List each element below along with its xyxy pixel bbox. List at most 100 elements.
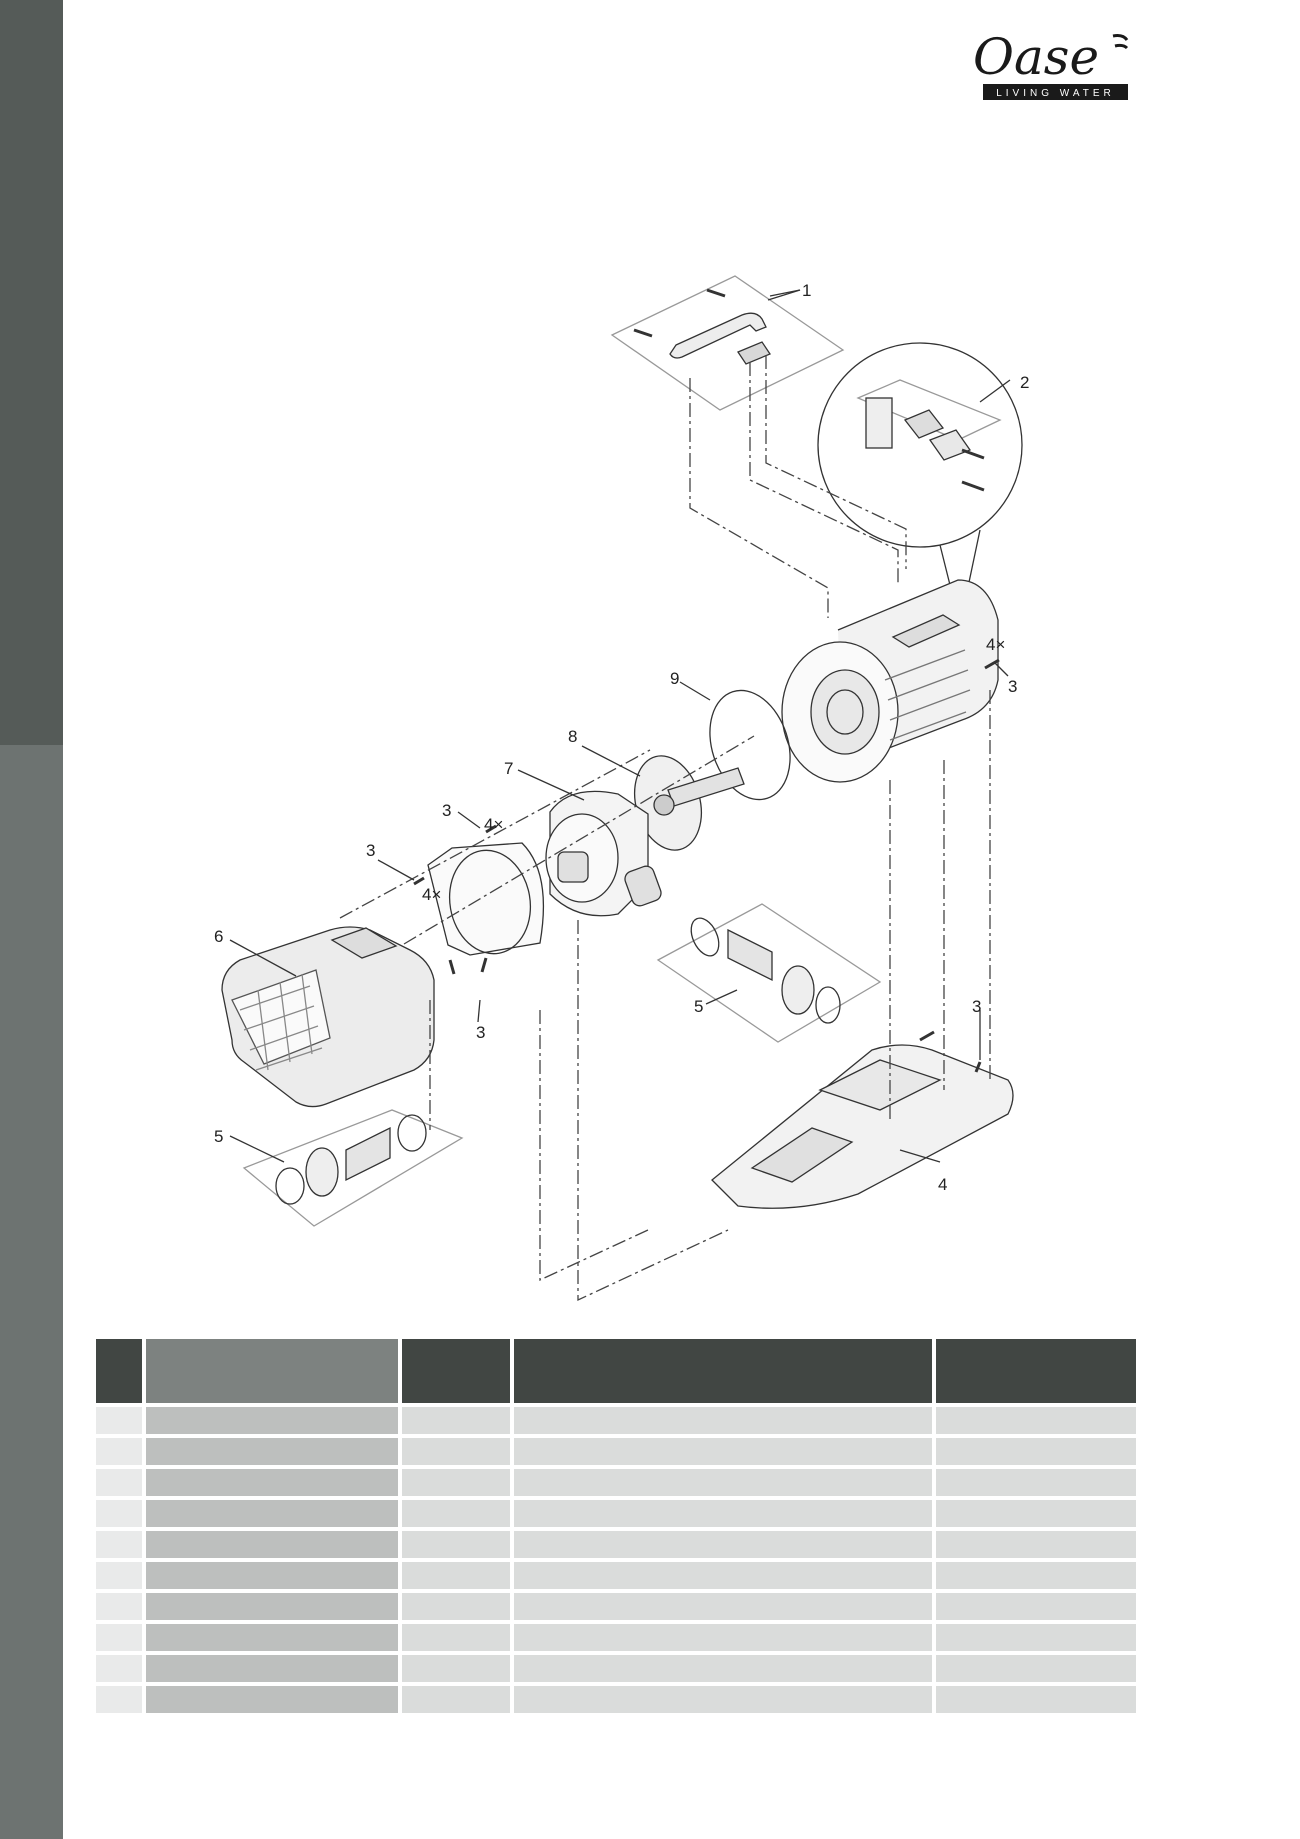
table-cell-r7-c5: [936, 1593, 1136, 1620]
detail-plate: [865, 397, 893, 449]
table-cell-r9-c3: [402, 1655, 510, 1682]
table-header-col-4: [514, 1339, 932, 1403]
leader-lines: [229, 289, 1009, 1163]
o-ring: [709, 689, 791, 801]
callout-part-7: 7: [504, 759, 513, 778]
handle-assembly: [610, 275, 845, 411]
table-cell-r6-c5: [936, 1562, 1136, 1589]
pump-housing: [545, 790, 662, 917]
callout-part-5-lower: 5: [214, 1127, 223, 1146]
callout-part-6: 6: [214, 927, 223, 946]
callout-part-2: 2: [1020, 373, 1029, 392]
table-cell-r2-c1: [96, 1438, 142, 1465]
table-cell-r10-c3: [402, 1686, 510, 1713]
callout-part-3-housing: 3: [442, 801, 451, 820]
pump-base: [711, 1044, 1014, 1209]
impeller: [634, 755, 745, 851]
hose-connector-kit-upper: [656, 903, 882, 1043]
table-cell-r10-c4: [514, 1686, 932, 1713]
table-cell-r7-c4: [514, 1593, 932, 1620]
handle-insert: [737, 341, 771, 365]
callout-part-5-upper: 5: [694, 997, 703, 1016]
callout-part-3-motor: 3: [1008, 677, 1017, 696]
handle-frame: [610, 275, 845, 411]
callout-part-8: 8: [568, 727, 577, 746]
table-cell-r1-c1: [96, 1407, 142, 1434]
assembly-lines: [339, 355, 991, 1302]
table-header-col-3: [402, 1339, 510, 1403]
exploded-parts-diagram: 1 2 4× 3 9 8 7 3 4× 3 4× 6 3 5 3 5 4: [214, 275, 1029, 1302]
table-cell-r9-c2: [146, 1655, 398, 1682]
gasket-plate: [427, 842, 545, 956]
brand-tagline: LIVING WATER: [996, 88, 1115, 99]
table-cell-r8-c5: [936, 1624, 1136, 1651]
handle-part: [669, 312, 767, 359]
table-cell-r4-c2: [146, 1500, 398, 1527]
outlet-thread: [557, 851, 589, 883]
table-cell-r1-c3: [402, 1407, 510, 1434]
screws: [413, 658, 1000, 1073]
table-cell-r1-c2: [146, 1407, 398, 1434]
table-cell-r2-c4: [514, 1438, 932, 1465]
table-cell-r6-c3: [402, 1562, 510, 1589]
table-cell-r5-c5: [936, 1531, 1136, 1558]
table-cell-r4-c4: [514, 1500, 932, 1527]
callout-qty-motor: 4×: [986, 635, 1005, 654]
table-cell-r2-c3: [402, 1438, 510, 1465]
table-header-col-1: [96, 1339, 142, 1403]
table-cell-r7-c2: [146, 1593, 398, 1620]
table-cell-r10-c5: [936, 1686, 1136, 1713]
table-cell-r9-c4: [514, 1655, 932, 1682]
handle-screws: [633, 288, 726, 338]
table-cell-r3-c4: [514, 1469, 932, 1496]
table-cell-r7-c3: [402, 1593, 510, 1620]
table-cell-r2-c5: [936, 1438, 1136, 1465]
sidebar-top-band: [0, 0, 63, 745]
callout-qty-gasket: 4×: [422, 885, 441, 904]
table-cell-r5-c2: [146, 1531, 398, 1558]
motor-housing: [781, 579, 999, 783]
table-cell-r8-c3: [402, 1624, 510, 1651]
callout-part-1: 1: [802, 281, 811, 300]
brand-wordmark: Oase: [973, 28, 1099, 86]
table-cell-r9-c1: [96, 1655, 142, 1682]
table-cell-r8-c1: [96, 1624, 142, 1651]
table-cell-r8-c2: [146, 1624, 398, 1651]
water-drop-icon: [1112, 34, 1129, 50]
oase-logo: Oase LIVING WATER: [973, 28, 1129, 100]
table-cell-r4-c5: [936, 1500, 1136, 1527]
table-cell-r6-c1: [96, 1562, 142, 1589]
table-cell-r2-c2: [146, 1438, 398, 1465]
callout-part-4: 4: [938, 1175, 947, 1194]
callout-part-3-gasket: 3: [366, 841, 375, 860]
table-cell-r1-c4: [514, 1407, 932, 1434]
table-cell-r5-c4: [514, 1531, 932, 1558]
tagline-bar: [983, 84, 1128, 100]
table-cell-r8-c4: [514, 1624, 932, 1651]
table-cell-r9-c5: [936, 1655, 1136, 1682]
table-cell-r3-c3: [402, 1469, 510, 1496]
table-cell-r3-c2: [146, 1469, 398, 1496]
table-cell-r6-c2: [146, 1562, 398, 1589]
hose-connector-kit-lower: [242, 1109, 464, 1227]
callout-part-3-base: 3: [972, 997, 981, 1016]
side-outlet-thread: [624, 865, 662, 907]
table-cell-r10-c1: [96, 1686, 142, 1713]
table-cell-r1-c5: [936, 1407, 1136, 1434]
sidebar-bottom-band: [0, 745, 63, 1839]
table-cell-r10-c2: [146, 1686, 398, 1713]
table-cell-r4-c1: [96, 1500, 142, 1527]
table-cell-r4-c3: [402, 1500, 510, 1527]
table-cell-r6-c4: [514, 1562, 932, 1589]
callout-qty-housing: 4×: [484, 815, 503, 834]
filter-basket: [221, 926, 435, 1108]
table-cell-r5-c3: [402, 1531, 510, 1558]
table-cell-r3-c5: [936, 1469, 1136, 1496]
parts-table: [96, 1339, 1136, 1714]
table-header-col-5: [936, 1339, 1136, 1403]
table-cell-r7-c1: [96, 1593, 142, 1620]
table-cell-r3-c1: [96, 1469, 142, 1496]
table-cell-r5-c1: [96, 1531, 142, 1558]
callout-part-9: 9: [670, 669, 679, 688]
table-header-col-2: [146, 1339, 398, 1403]
